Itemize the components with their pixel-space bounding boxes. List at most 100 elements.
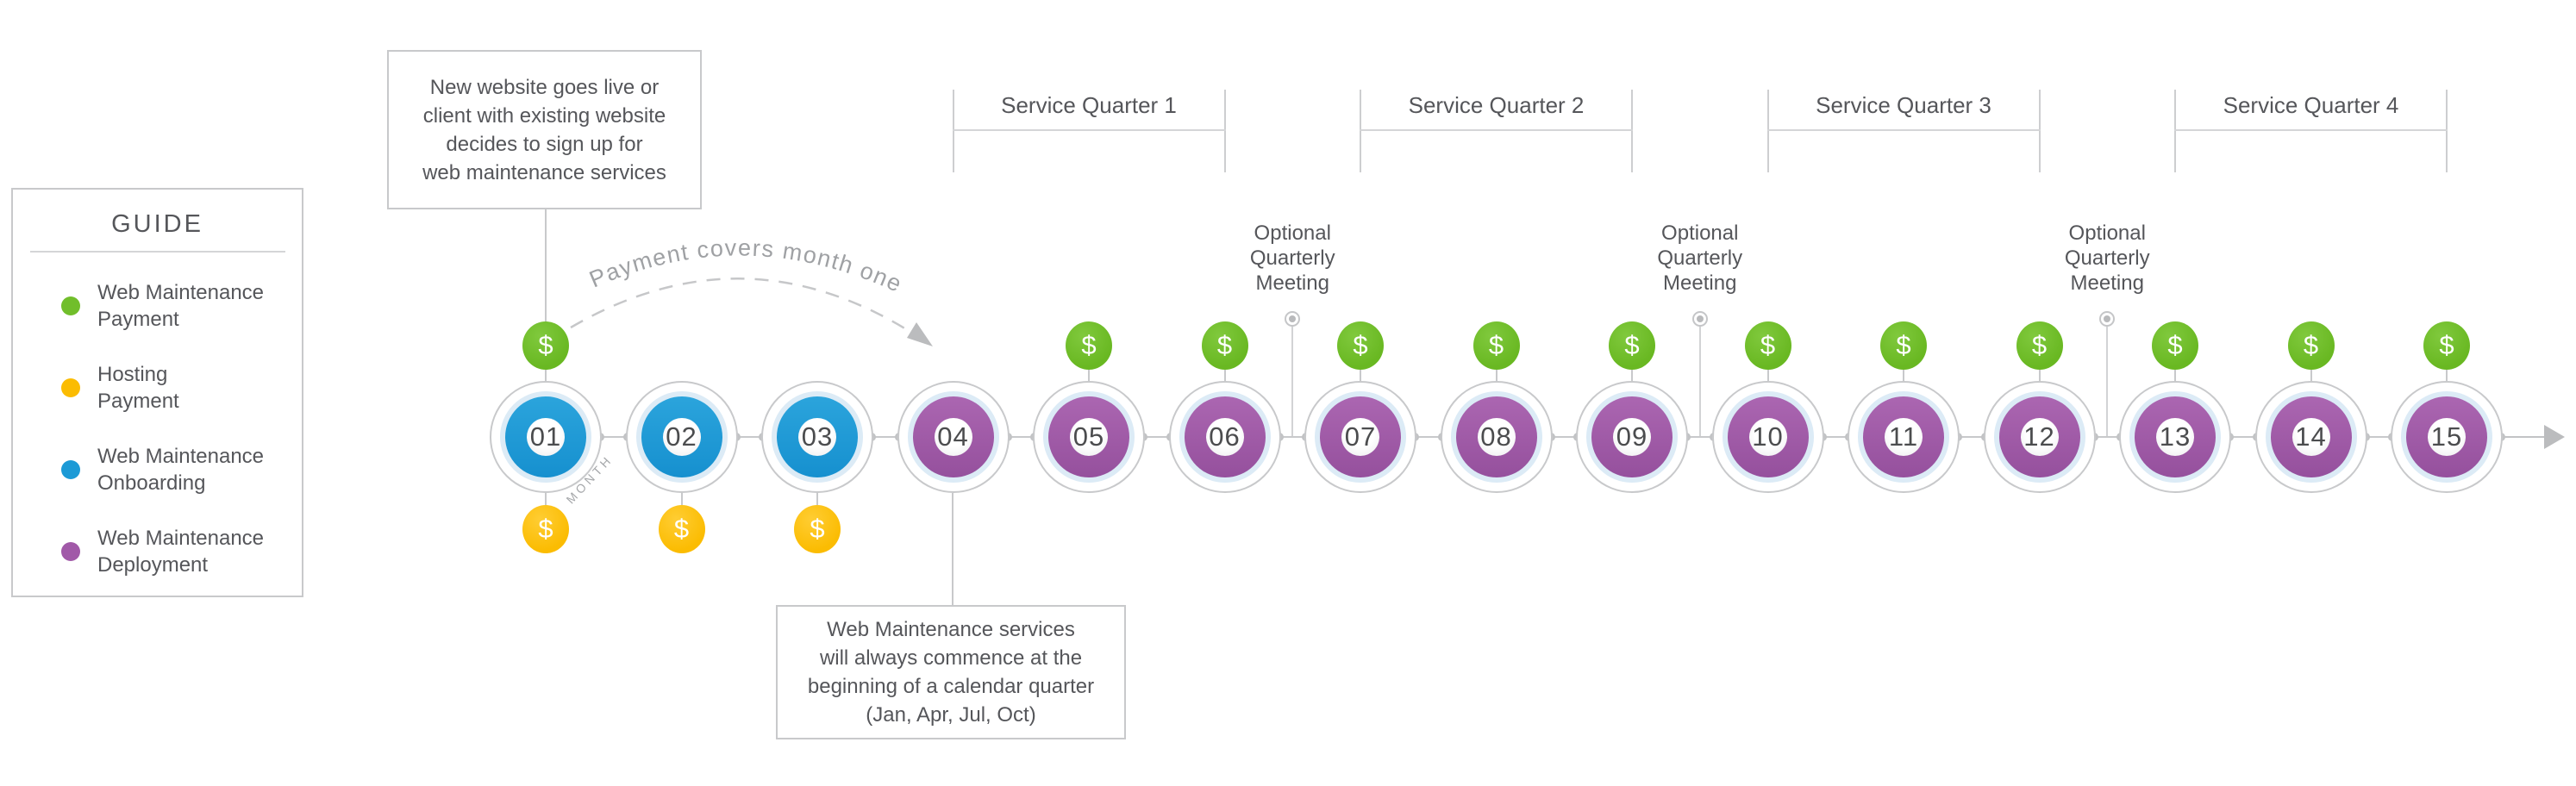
dollar-icon: $	[2303, 330, 2319, 360]
month-node-10: $ 10	[1711, 321, 1824, 493]
month-node-07: $ 07	[1304, 321, 1416, 493]
legend-item-label: Web Maintenance Deployment	[97, 526, 265, 577]
bracket-left-tick	[1360, 90, 1361, 172]
dollar-icon: $	[1353, 330, 1368, 360]
payment-badge-link-line	[1903, 370, 1904, 381]
payment-badge-link-line	[2310, 370, 2312, 381]
month-node-11: $ 11	[1848, 321, 1960, 493]
month-node-09: $ 09	[1576, 321, 1688, 493]
hosting-badge-link-line	[816, 493, 818, 505]
month-connector-line	[1143, 436, 1171, 438]
dollar-icon: $	[2167, 330, 2183, 360]
legend-color-dot-icon	[61, 541, 80, 561]
month-number: 01	[527, 418, 565, 456]
service-quarter-label: Service Quarter 1	[1001, 92, 1177, 118]
legend-item-label: Hosting Payment	[97, 362, 179, 413]
month-connector-line	[1415, 436, 1442, 438]
month-number: 14	[2292, 418, 2330, 456]
bracket-right-tick	[1223, 90, 1226, 172]
month-connector-line	[2093, 436, 2121, 438]
hosting-payment-badge: $	[658, 505, 705, 553]
month-connector-line	[1686, 436, 1714, 438]
service-quarter-label: Service Quarter 3	[1816, 92, 1991, 118]
month-connector-line	[1822, 436, 1849, 438]
web-maintenance-payment-badge: $	[2423, 321, 2470, 370]
dollar-icon: $	[2439, 330, 2454, 360]
service-quarter-bracket: Service Quarter 4	[2174, 90, 2448, 172]
service-quarter-bracket: Service Quarter 2	[1360, 90, 1633, 172]
month-node-03: 03 $	[761, 381, 873, 553]
legend-item: Hosting Payment	[13, 346, 302, 428]
legend-item-label: Web Maintenance Onboarding	[97, 444, 265, 495]
meeting-connector-line	[1291, 327, 1294, 438]
hosting-badge-link-line	[545, 493, 547, 505]
web-maintenance-payment-badge: $	[1744, 321, 1791, 370]
month-node-04: 04	[897, 381, 1010, 493]
dollar-icon: $	[538, 514, 553, 544]
dollar-icon: $	[1081, 330, 1097, 360]
guide-title: GUIDE	[111, 210, 203, 238]
payment-badge-link-line	[2038, 370, 2041, 381]
quarterly-meeting-marker: Optional Quarterly Meeting	[1216, 221, 1368, 438]
month-number: 09	[1613, 418, 1651, 456]
month-node-05: $ 05	[1033, 321, 1145, 493]
meeting-point-icon	[2099, 311, 2116, 327]
month-connector-line	[1279, 436, 1306, 438]
web-maintenance-payment-badge: $	[522, 321, 569, 370]
month-connector-line	[2229, 436, 2257, 438]
month-node-14: $ 14	[2254, 321, 2367, 493]
bracket-left-tick	[2174, 90, 2176, 172]
month-number: 05	[1070, 418, 1108, 456]
month-connector-line	[735, 436, 763, 438]
meeting-point-icon	[1285, 311, 1301, 327]
month-connector-line	[872, 436, 899, 438]
timeline-end-line	[2501, 436, 2544, 438]
legend-color-dot-icon	[61, 296, 80, 315]
payment-badge-link-line	[1223, 370, 1226, 381]
bracket-left-tick	[952, 90, 954, 172]
month-number: 03	[798, 418, 836, 456]
dollar-icon: $	[538, 330, 553, 360]
web-maintenance-payment-badge: $	[1609, 321, 1655, 370]
hosting-payment-badge: $	[522, 505, 569, 553]
quarterly-meeting-marker: Optional Quarterly Meeting	[1624, 221, 1776, 438]
bracket-underline	[1766, 129, 2041, 131]
legend-color-dot-icon	[61, 377, 80, 397]
payment-arc-arrowhead-icon	[907, 322, 933, 346]
service-quarter-bracket: Service Quarter 1	[952, 90, 1226, 172]
timeline-end-arrowhead-icon	[2544, 425, 2565, 449]
bracket-underline	[1360, 129, 1633, 131]
guide-legend: GUIDE Web Maintenance Payment Hosting Pa…	[11, 188, 303, 597]
dollar-icon: $	[1624, 330, 1640, 360]
payment-badge-link-line	[2446, 370, 2448, 381]
month-number: 13	[2156, 418, 2194, 456]
month-number: 12	[2020, 418, 2059, 456]
payment-badge-link-line	[2174, 370, 2176, 381]
meeting-connector-line	[1698, 327, 1701, 438]
dollar-icon: $	[673, 514, 690, 544]
payment-badge-link-line	[1631, 370, 1633, 381]
hosting-badge-link-line	[680, 493, 683, 505]
dollar-icon: $	[1488, 330, 1504, 360]
month-node-12: $ 12	[1983, 321, 2096, 493]
meeting-point-icon	[1691, 311, 1708, 327]
web-maintenance-payment-badge: $	[2016, 321, 2063, 370]
dollar-icon: $	[2031, 330, 2048, 360]
legend-item: Web Maintenance Onboarding	[13, 428, 302, 510]
hosting-payment-badge: $	[794, 505, 841, 553]
month-number: 15	[2428, 418, 2466, 456]
web-maintenance-payment-badge: $	[1337, 321, 1384, 370]
quarterly-meeting-marker: Optional Quarterly Meeting	[2031, 221, 2183, 438]
service-quarter-label: Service Quarter 2	[1408, 92, 1585, 118]
month-connector-line	[2365, 436, 2392, 438]
web-maintenance-payment-badge: $	[1472, 321, 1520, 370]
month-number: 07	[1341, 418, 1379, 456]
web-maintenance-payment-badge: $	[2152, 321, 2198, 370]
callout-commencement-connector-line	[952, 493, 953, 605]
month-number: 10	[1748, 418, 1787, 456]
payment-badge-link-line	[1360, 370, 1361, 381]
legend-item: Web Maintenance Deployment	[13, 510, 302, 592]
quarterly-meeting-label: Optional Quarterly Meeting	[1657, 221, 1743, 295]
month-node-08: $ 08	[1440, 321, 1553, 493]
